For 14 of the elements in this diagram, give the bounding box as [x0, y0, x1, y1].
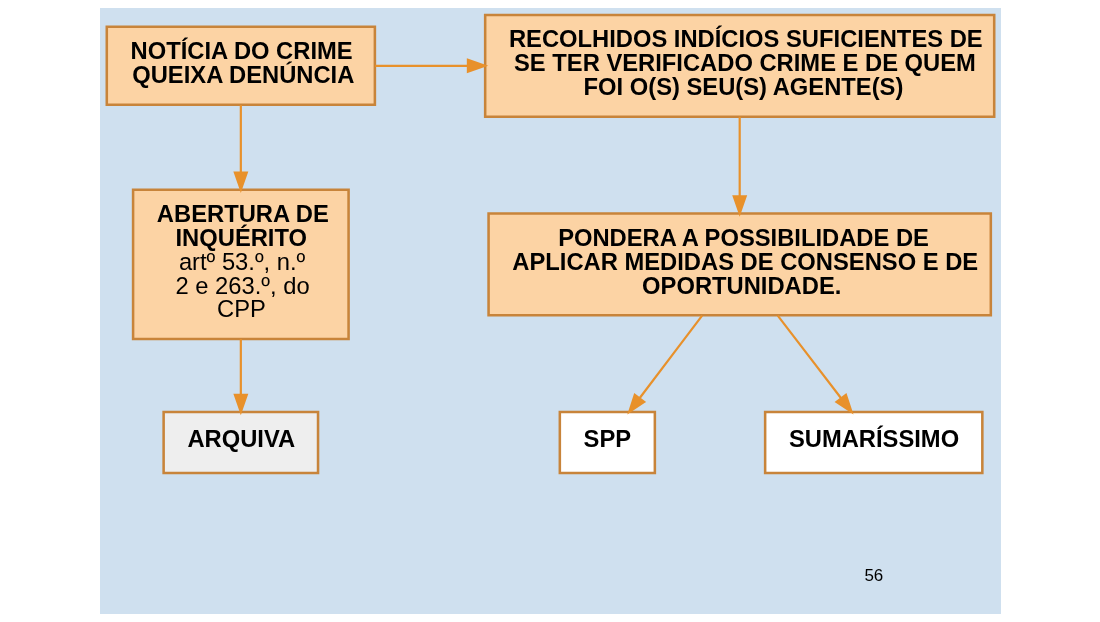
- node-box: ABERTURA DE INQUÉRITO artº 53.º, n.º 2 e 263.º, do CPP: [131, 188, 350, 341]
- arrow: [626, 315, 703, 415]
- arrow: [731, 116, 747, 217]
- node-box: SUMARÍSSIMO: [763, 410, 984, 475]
- node-box: SPP: [558, 410, 656, 475]
- node-box: PONDERA A POSSIBILIDADE DE APLICAR MEDIDAS DE CONSENSO E DE OPORTUNIDADE.: [486, 212, 992, 317]
- arrow: [776, 314, 854, 415]
- label: 56: [863, 565, 883, 585]
- arrow: [374, 58, 488, 74]
- arrow: [232, 105, 248, 193]
- node-box: ARQUIVA: [161, 410, 319, 475]
- node-box: RECOLHIDOS INDÍCIOS SUFICIENTES DE SE TER VERIFICADO CRIME E DE QUEM FOI O(S) SEU(S) AGENTE(S): [483, 13, 995, 118]
- arrow: [232, 339, 248, 416]
- node-box: NOTÍCIA DO CRIME QUEIXA DENÚNCIA: [105, 25, 376, 107]
